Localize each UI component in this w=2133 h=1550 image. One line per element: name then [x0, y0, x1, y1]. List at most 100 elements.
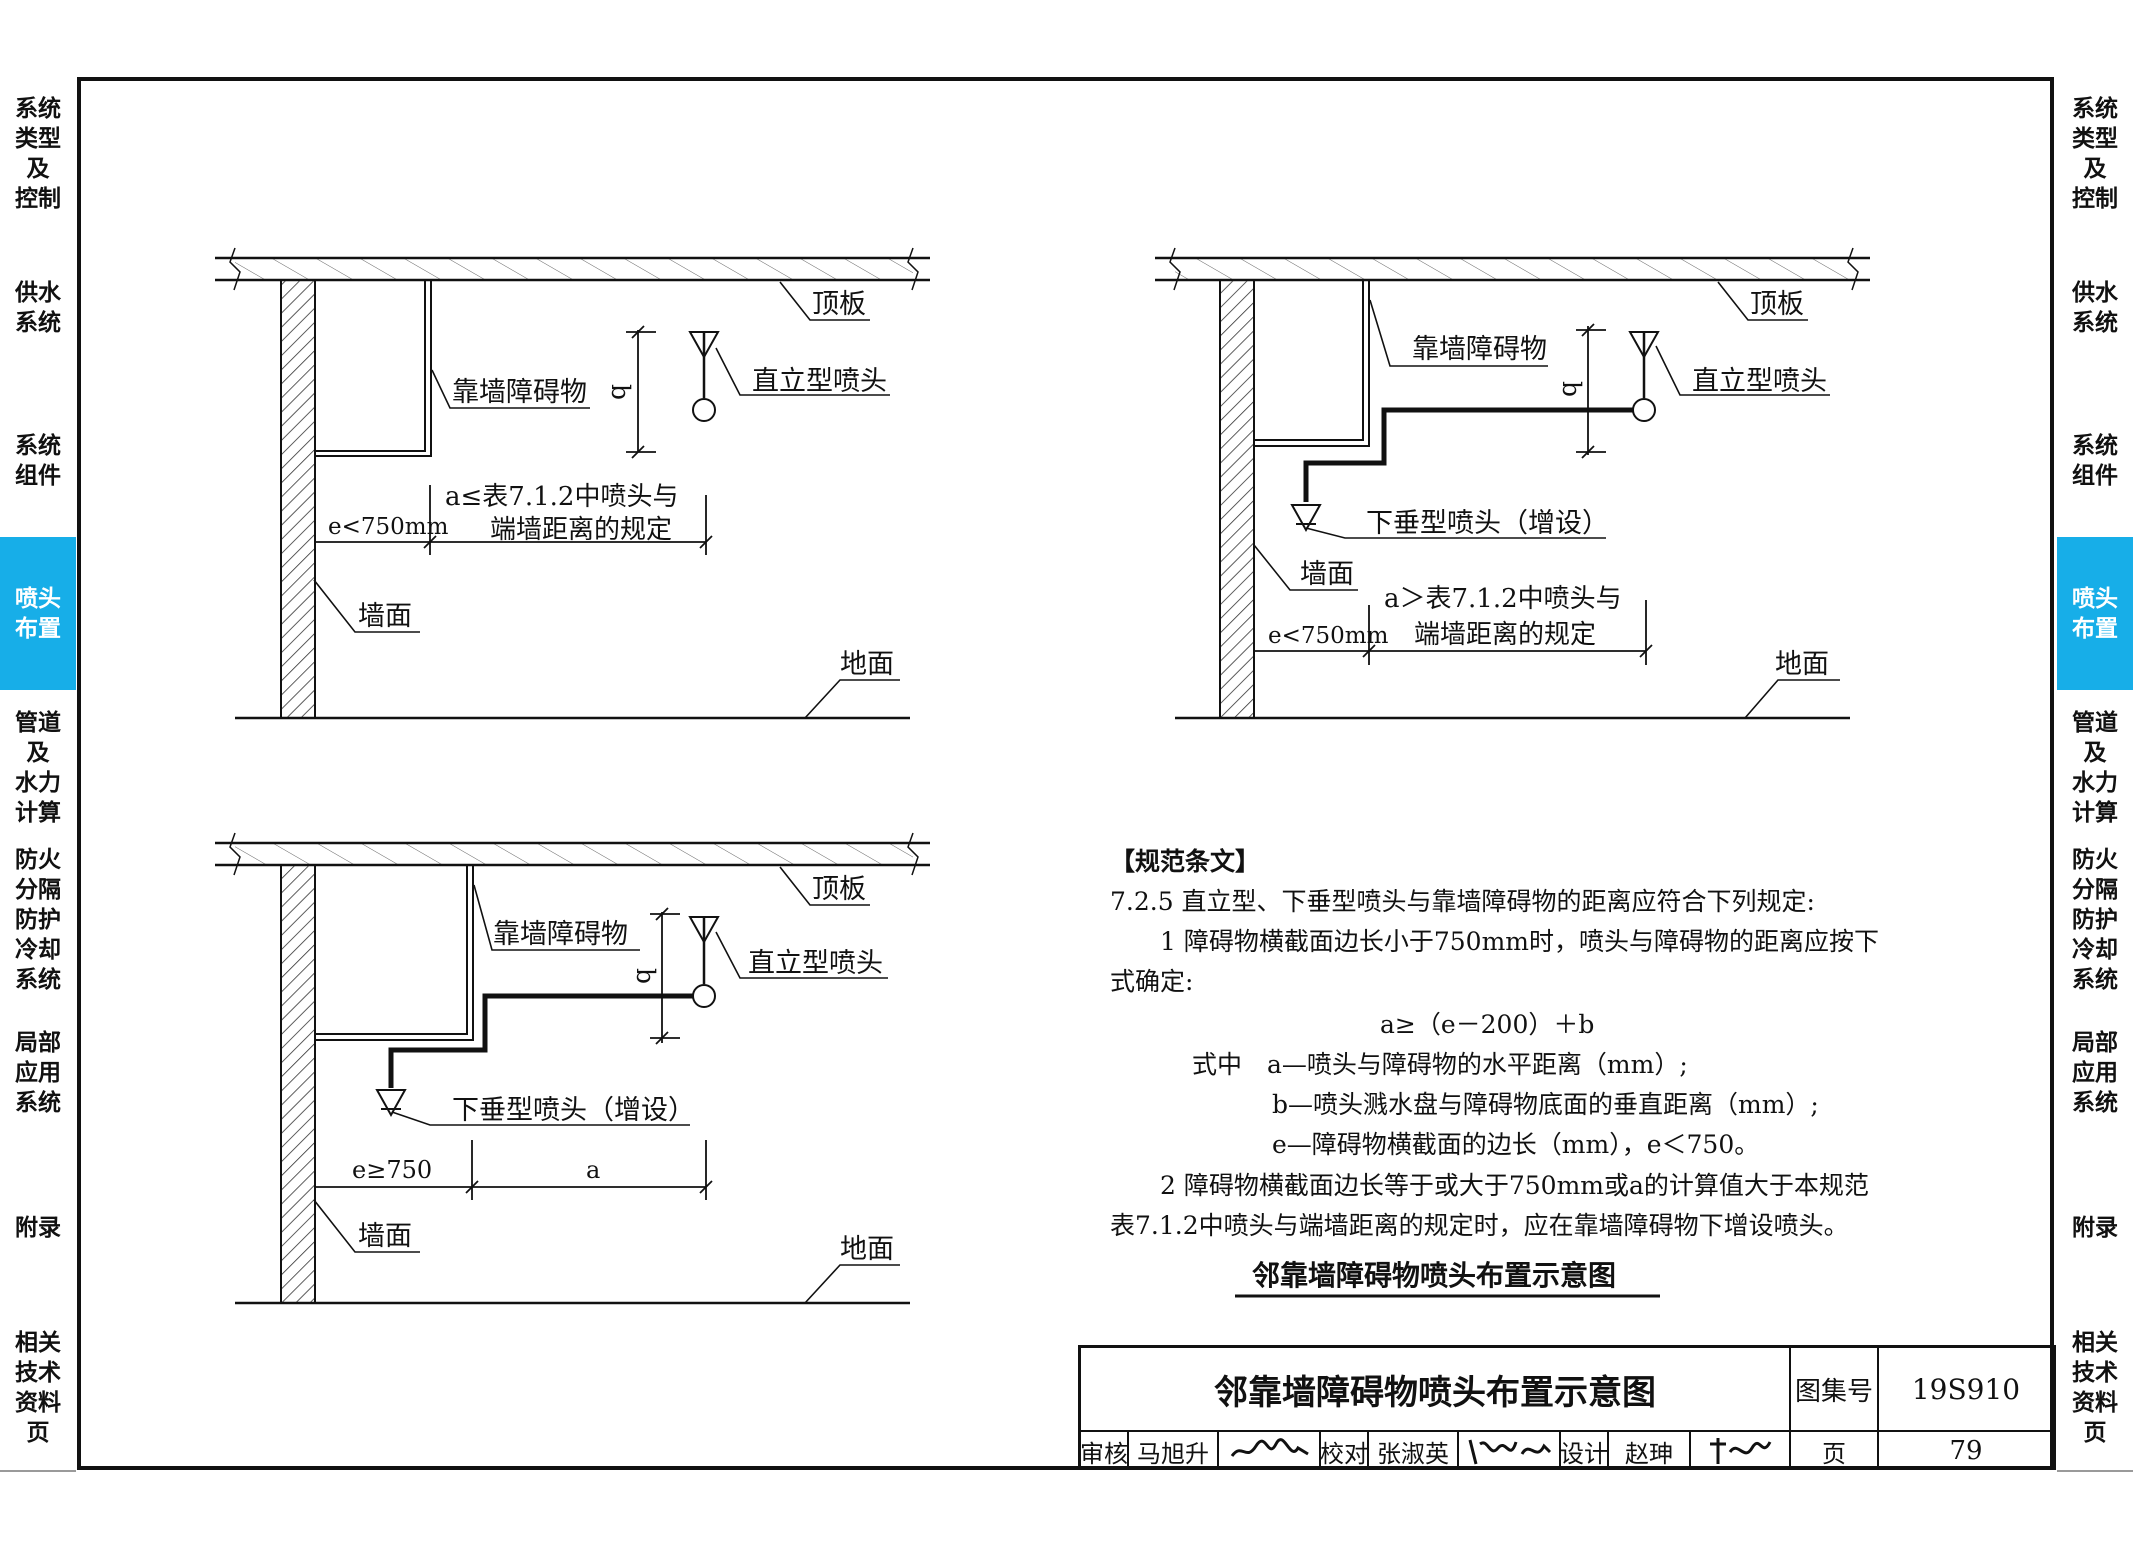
sidebar-tab-label: 布置: [15, 615, 61, 642]
sidebar-tab[interactable]: 系统类型及控制: [2057, 77, 2133, 232]
dim-a-line2: 端墙距离的规定: [1414, 620, 1596, 650]
sidebar-tab-label: 防火: [2072, 847, 2118, 873]
sidebar-tab-label: 及: [2083, 739, 2107, 766]
sidebar-tab-label: 分隔: [2072, 877, 2118, 903]
wall-hatch: [1219, 279, 1255, 719]
sidebar-tab[interactable]: 供水系统: [0, 230, 76, 387]
spec-caption: 邻靠墙障碍物喷头布置示意图: [1252, 1259, 1617, 1292]
sidebar-tab-label: 系统: [15, 95, 61, 122]
ceiling-slab: [1155, 247, 1870, 291]
sidebar-tab-label: 系统: [2072, 967, 2118, 993]
sidebar-tab-label: 技术: [15, 1359, 61, 1386]
wall-label: 墙面: [1300, 559, 1354, 590]
sidebar-tab[interactable]: 防火分隔防护冷却系统: [0, 845, 76, 997]
sidebar-tab-label: 控制: [2072, 185, 2118, 212]
dim-a-line1: a＞表7.1.2中喷头与: [1384, 584, 1622, 614]
sidebar-tab-label: 系统: [2072, 309, 2118, 336]
spec-where-a: 式中 a—喷头与障碍物的水平距离（mm）;: [1192, 1050, 1688, 1079]
sidebar-tab-label: 计算: [15, 799, 61, 826]
sidebar-tab[interactable]: 系统组件: [2057, 385, 2133, 539]
sidebar-tab[interactable]: 附录: [0, 1150, 76, 1307]
sidebar-tab-label: 系统: [2072, 1089, 2118, 1116]
sidebar-tab-label: 管道: [15, 709, 61, 736]
sidebar-tab[interactable]: 局部应用系统: [2057, 995, 2133, 1152]
sidebar-tab[interactable]: 附录: [2057, 1150, 2133, 1307]
design-label: 设计: [1560, 1432, 1609, 1470]
sidebar-tab[interactable]: 喷头布置: [0, 537, 76, 692]
dim-e-label: e<750mm: [328, 514, 449, 540]
sidebar-tab-label: 喷头: [15, 585, 61, 612]
sidebar-tab-label: 页: [2083, 1419, 2107, 1446]
dim-a-line1: a≤表7.1.2中喷头与: [445, 482, 678, 512]
sidebar-tab-label: 资料: [15, 1389, 61, 1416]
pipe: [1303, 407, 1644, 502]
sidebar-tab-label: 系统: [15, 1089, 61, 1116]
sidebar-tab-label: 资料: [2072, 1389, 2118, 1416]
title-block-title: 邻靠墙障碍物喷头布置示意图: [1081, 1348, 1791, 1432]
sidebar-tab-label: 及: [26, 155, 50, 182]
sidebar-tab[interactable]: 局部应用系统: [0, 995, 76, 1152]
sidebar-tab-label: 系统: [15, 309, 61, 336]
sidebar-tab-label: 冷却: [2072, 937, 2118, 963]
sidebar-tab[interactable]: 防火分隔防护冷却系统: [2057, 845, 2133, 997]
sidebar-tab-label: 组件: [2072, 463, 2118, 489]
obstruction-outline: [1254, 280, 1370, 447]
leaders: [313, 281, 900, 719]
page-label: 页: [1791, 1432, 1879, 1470]
atlas-number: 19S910: [1879, 1348, 2053, 1432]
sidebar-tab-label: 系统: [15, 433, 61, 459]
title-block: 邻靠墙障碍物喷头布置示意图 图集号 19S910 审核 马旭升 校对 张淑英 设…: [1078, 1345, 2056, 1470]
review-label: 审核: [1080, 1432, 1129, 1470]
leaders: [1253, 281, 1840, 719]
pendent-label: 下垂型喷头（增设）: [1366, 508, 1609, 539]
sidebar-tab-label: 附录: [15, 1214, 61, 1241]
wall-hatch: [280, 864, 316, 1304]
ceiling-label: 顶板: [1750, 289, 1804, 320]
spec-line-3: 式确定:: [1110, 967, 1194, 996]
sidebar-tab[interactable]: 喷头布置: [2057, 537, 2133, 692]
leaders: [313, 866, 900, 1304]
review-name: 马旭升: [1129, 1432, 1219, 1470]
dim-e-a: [315, 485, 713, 555]
sidebar-tab[interactable]: 系统组件: [0, 385, 76, 539]
sidebar-tab-label: 喷头: [2072, 585, 2118, 612]
sprinkler-label: 直立型喷头: [1692, 366, 1827, 397]
floor-label: 地面: [840, 1234, 894, 1265]
pipe: [388, 993, 704, 1088]
sidebar-tab[interactable]: 管道及水力计算: [0, 690, 76, 847]
sidebar-tab-label: 相关: [15, 1329, 61, 1356]
sidebar-tab-label: 管道: [2072, 709, 2118, 736]
atlas-label: 图集号: [1791, 1348, 1879, 1432]
floor-label: 地面: [1775, 649, 1829, 680]
sidebar-tab[interactable]: 供水系统: [2057, 230, 2133, 387]
sidebar-tab-label: 布置: [2072, 615, 2118, 642]
spec-where-b: b—喷头溅水盘与障碍物底面的垂直距离（mm）;: [1272, 1090, 1819, 1119]
floor-label: 地面: [840, 649, 894, 680]
dim-e-label: e<750mm: [1268, 623, 1389, 649]
review-signature: [1219, 1432, 1321, 1470]
sidebar-tab-label: 水力: [2072, 769, 2118, 796]
spec-heading: 【规范条文】: [1110, 847, 1261, 876]
sidebar-tab[interactable]: 管道及水力计算: [2057, 690, 2133, 847]
dim-b-label: b: [1557, 381, 1586, 397]
sidebar-tab-label: 系统: [15, 967, 61, 993]
sidebar-tab-label: 应用: [2072, 1059, 2118, 1086]
sidebar-tab-label: 系统: [2072, 95, 2118, 122]
spec-line-2: 1 障碍物横截面边长小于750mm时，喷头与障碍物的距离应按下: [1110, 927, 1879, 956]
sidebar-tab-label: 附录: [2072, 1214, 2118, 1241]
obstruction-label: 靠墙障碍物: [452, 377, 587, 408]
sidebar-tab[interactable]: 相关技术资料页: [0, 1305, 76, 1472]
sidebar-tab[interactable]: 相关技术资料页: [2057, 1305, 2133, 1472]
sidebar-tab-label: 水力: [15, 769, 61, 796]
sidebar-tab[interactable]: 系统类型及控制: [0, 77, 76, 232]
sidebar-tab-label: 局部: [15, 1029, 61, 1056]
sidebar-tab-label: 防火: [15, 847, 61, 873]
dim-e-label: e≥750: [352, 1156, 432, 1184]
dim-b: [650, 907, 680, 1045]
sidebar-tab-label: 技术: [2072, 1359, 2118, 1386]
sidebar-tab-label: 及: [26, 739, 50, 766]
obstruction-outline: [315, 865, 474, 1041]
check-name: 张淑英: [1369, 1432, 1459, 1470]
design-name: 赵珅: [1609, 1432, 1691, 1470]
